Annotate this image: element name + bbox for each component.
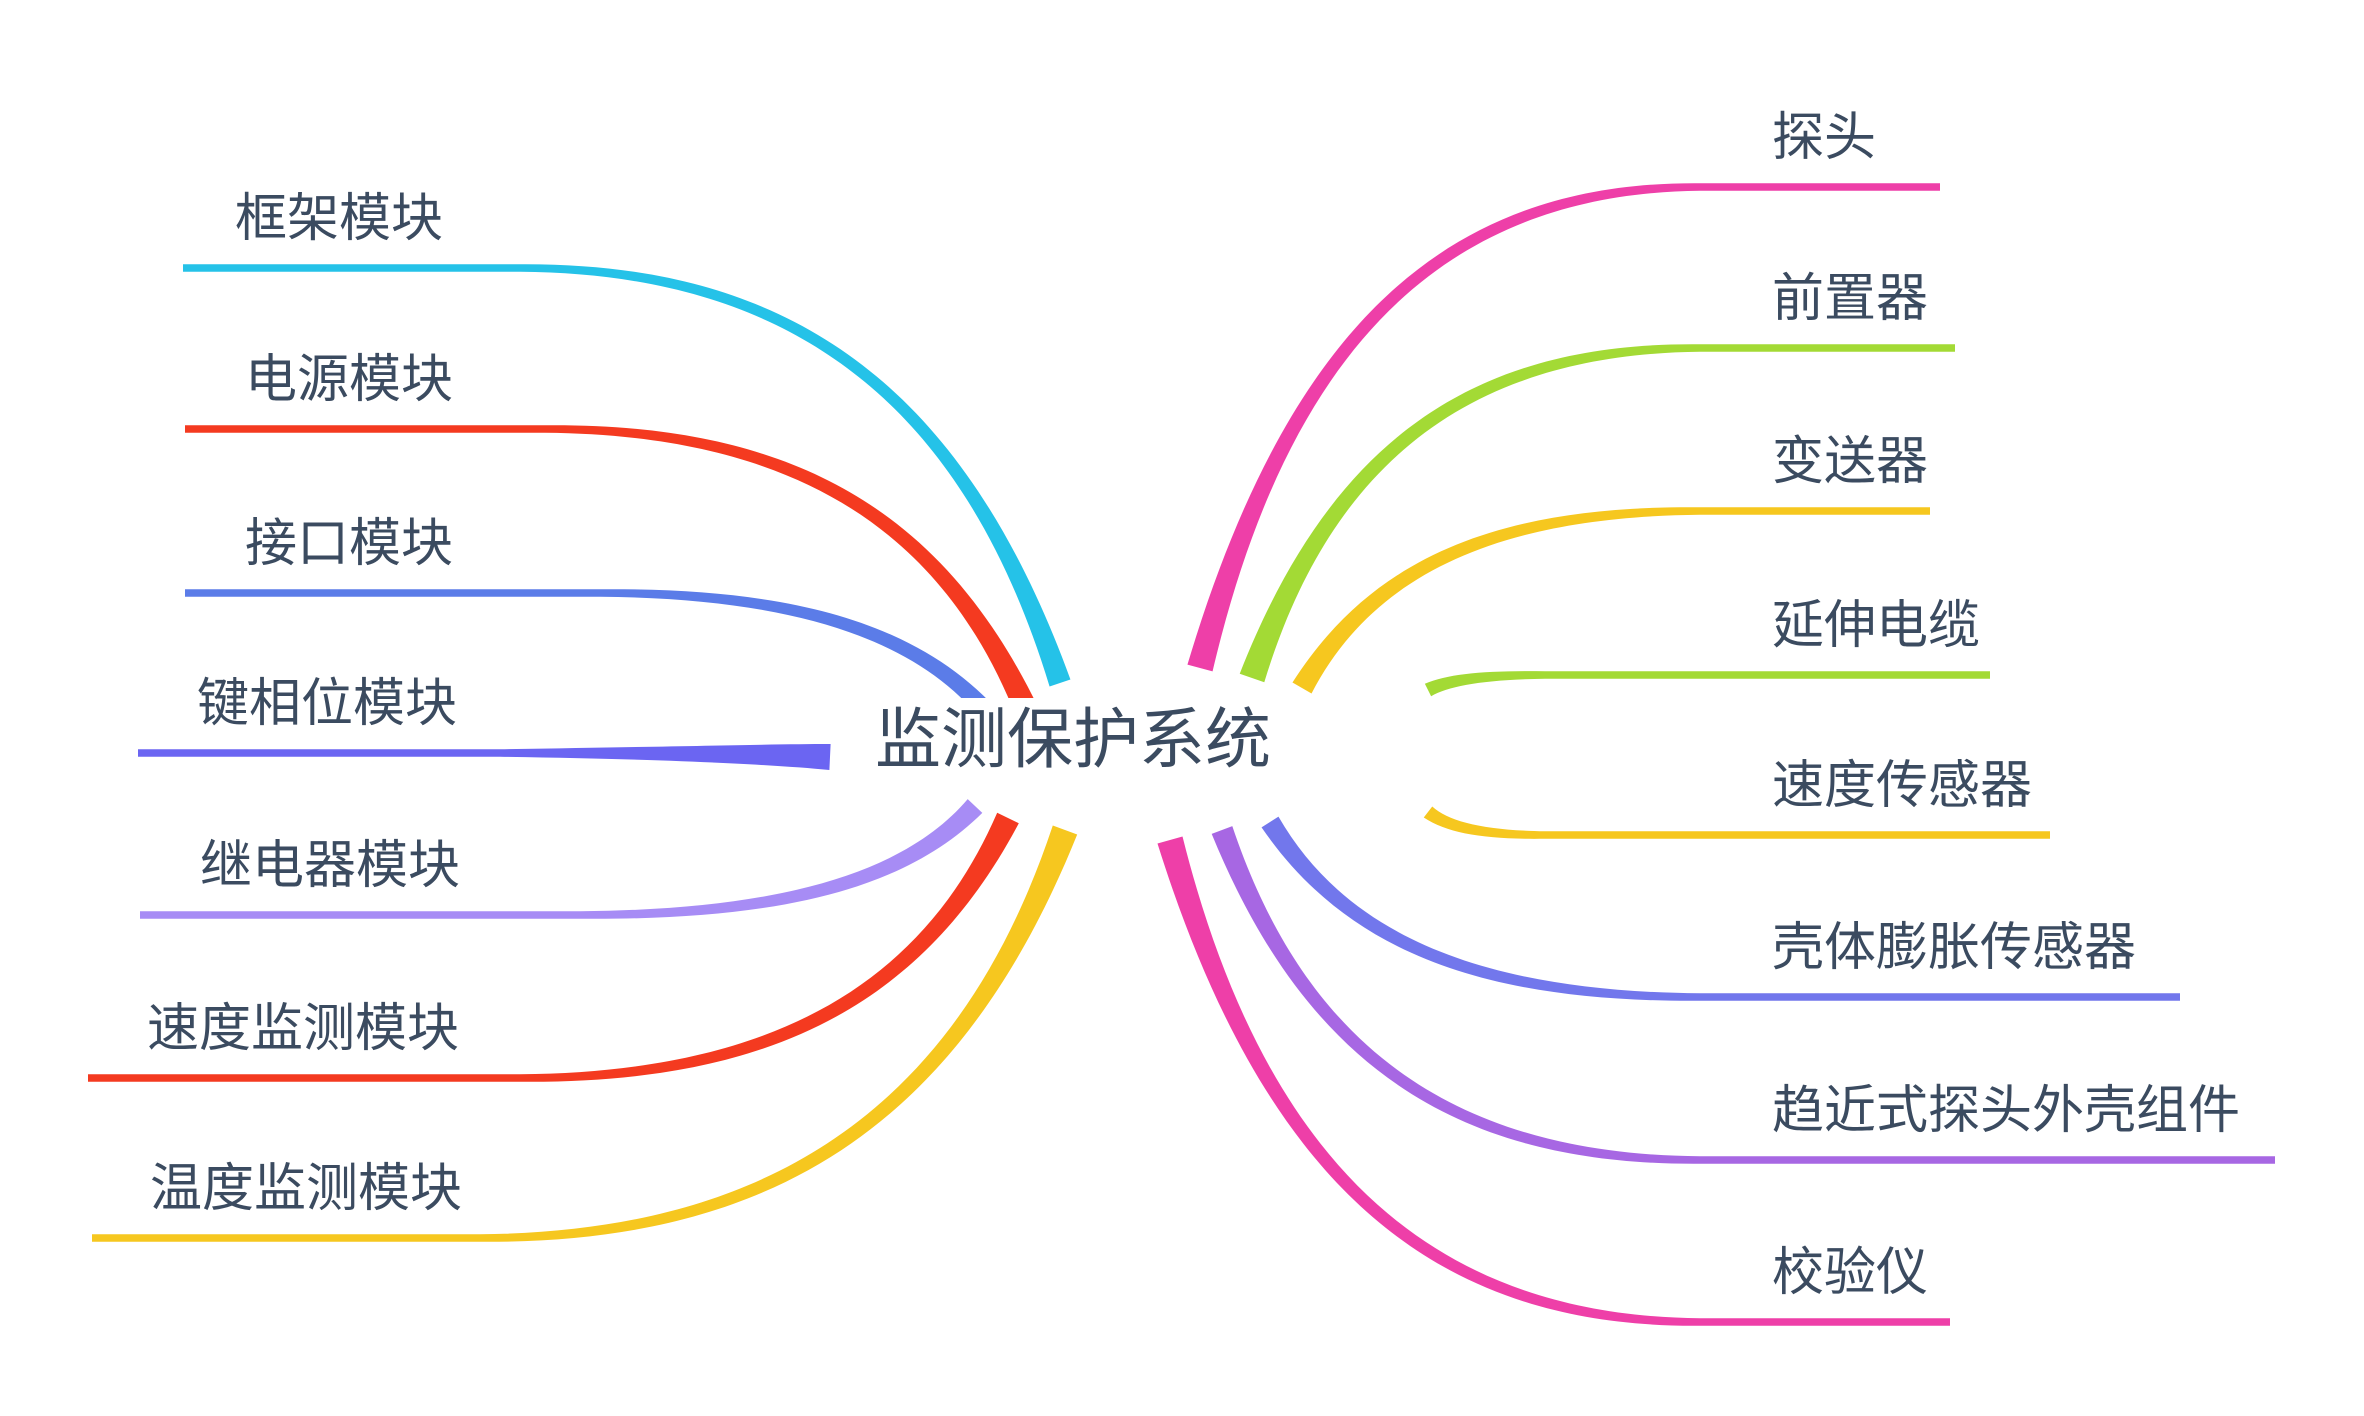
topic-label-right-6[interactable]: 壳体膨胀传感器 (1772, 919, 2137, 977)
branch-curve-left-4 (138, 744, 831, 770)
topic-label-left-6[interactable]: 速度监测模块 (147, 1000, 460, 1058)
topic-label-right-3[interactable]: 变送器 (1772, 433, 1929, 491)
branch-curve-right-3 (1292, 507, 1930, 694)
branch-curve-right-5 (1423, 806, 2050, 839)
topic-label-right-5[interactable]: 速度传感器 (1772, 757, 2033, 815)
topic-label-right-8[interactable]: 校验仪 (1772, 1244, 1929, 1302)
topic-label-left-4[interactable]: 键相位模块 (197, 675, 458, 733)
topic-label-right-4[interactable]: 延伸电缆 (1772, 597, 1981, 655)
topic-label-left-3[interactable]: 接口模块 (245, 515, 454, 573)
topic-label-right-2[interactable]: 前置器 (1772, 270, 1929, 328)
branch-curve-right-4 (1424, 671, 1990, 697)
topic-label-left-5[interactable]: 继电器模块 (200, 837, 461, 895)
branch-curve-left-1 (183, 264, 1071, 687)
topic-label-left-2[interactable]: 电源模块 (245, 351, 454, 409)
central-topic[interactable]: 监测保护系统 (861, 698, 1285, 780)
topic-label-right-1[interactable]: 探头 (1772, 109, 1877, 167)
topic-label-left-1[interactable]: 框架模块 (235, 190, 444, 248)
branch-curve-right-2 (1239, 344, 1955, 683)
topic-label-left-7[interactable]: 温度监测模块 (150, 1160, 463, 1218)
topic-label-right-7[interactable]: 趋近式探头外壳组件 (1772, 1082, 2241, 1140)
